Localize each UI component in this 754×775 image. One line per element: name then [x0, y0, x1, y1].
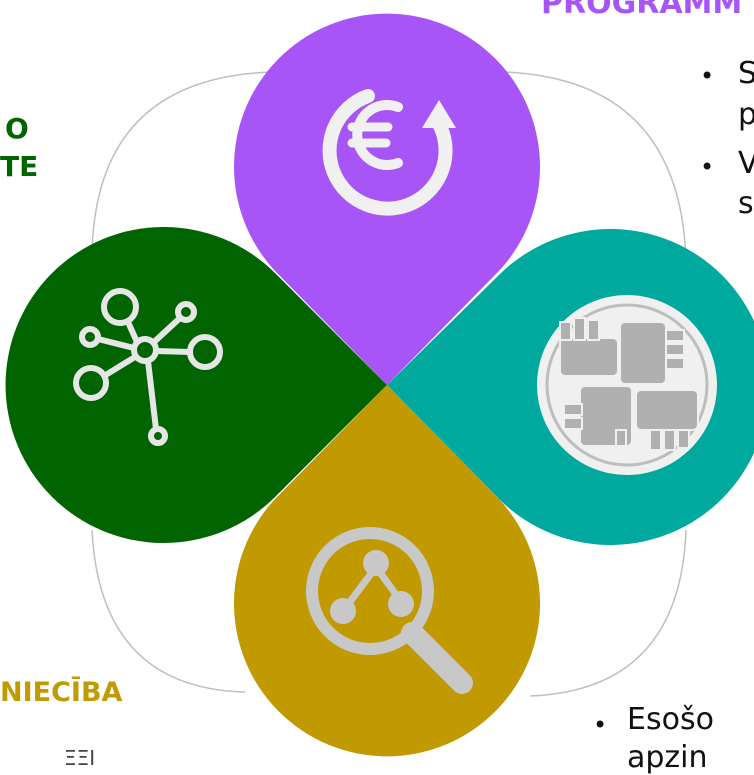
heading-left-line2: TE	[0, 150, 39, 183]
bullet-marker-3: •	[593, 711, 608, 739]
connector-arc-bottom-left	[91, 529, 246, 693]
right-bullet1-line2: p	[738, 97, 754, 132]
bullet-marker-2: •	[700, 153, 715, 181]
bullet-marker-1: •	[700, 62, 715, 90]
petal-top	[234, 13, 540, 385]
bottom-left-fragment: ΞΞΙ	[64, 746, 96, 770]
network-icon	[73, 288, 223, 446]
right-bullet2-line2: s	[738, 186, 754, 221]
right-bullet2-line1: V	[738, 146, 754, 181]
heading-left-line1: O	[5, 112, 29, 145]
connector-arc-bottom-right	[529, 529, 687, 697]
heading-top: PROGRAMM	[541, 0, 743, 21]
bottom-right-line2: apzin	[627, 740, 708, 775]
petal-bottom	[234, 385, 540, 757]
euro-cycle-icon	[322, 89, 456, 216]
connector-arc-top-left	[91, 71, 273, 256]
bottom-right-line1: Esošo	[627, 702, 714, 737]
magnify-chart-icon	[306, 527, 473, 694]
right-bullet1-line1: S	[738, 56, 754, 91]
heading-bottom-left: NIECĪBA	[0, 677, 123, 708]
connector-arc-top-right	[504, 71, 687, 261]
joined-hands-icon	[537, 295, 717, 475]
connector-arcs	[91, 71, 687, 697]
petal-left	[5, 227, 388, 544]
